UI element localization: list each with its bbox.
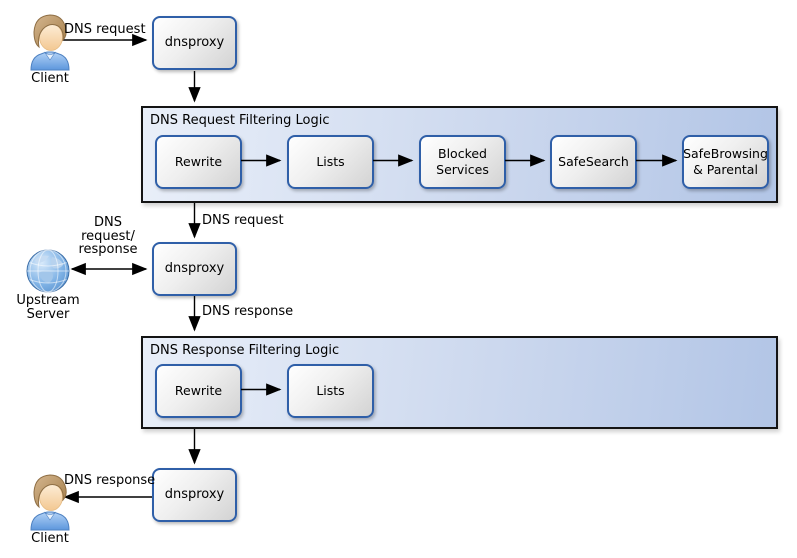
dns-request-filtering-title: DNS Request Filtering Logic [150,113,330,128]
client-icon-bottom [26,472,74,536]
dns-request-filtering-group: DNS Request Filtering Logic Rewrite List… [141,106,778,203]
client-icon-top [26,12,74,76]
dnsproxy-node-middle: dnsproxy [152,242,237,296]
filter-step-lists: Lists [287,135,374,189]
dnsproxy-node-top: dnsproxy [152,16,237,70]
filter-step-rewrite: Rewrite [155,135,242,189]
dns-response-filtering-group: DNS Response Filtering Logic Rewrite Lis… [141,336,778,429]
filter-step-lists-response: Lists [287,364,374,418]
upstream-server-label: Upstream Server [16,293,80,322]
filter-step-blocked-services: Blocked Services [419,135,506,189]
filter-step-safesearch: SafeSearch [550,135,637,189]
edge-label-dns-request-response: DNS request/ response [78,215,138,257]
dnsproxy-node-bottom: dnsproxy [152,468,237,522]
edge-label-dns-response-bottom: DNS response [64,473,156,488]
client-label-top: Client [31,71,69,86]
filter-step-safebrowsing-parental: SafeBrowsing & Parental [682,135,769,189]
edge-label-dns-request-top: DNS request [64,22,146,37]
client-label-bottom: Client [31,531,69,546]
filter-step-rewrite-response: Rewrite [155,364,242,418]
edge-label-dns-response-mid: DNS response [202,304,294,319]
upstream-server-globe-icon [25,248,71,298]
dns-response-filtering-title: DNS Response Filtering Logic [150,343,340,358]
edge-label-dns-request-mid: DNS request [202,213,284,228]
